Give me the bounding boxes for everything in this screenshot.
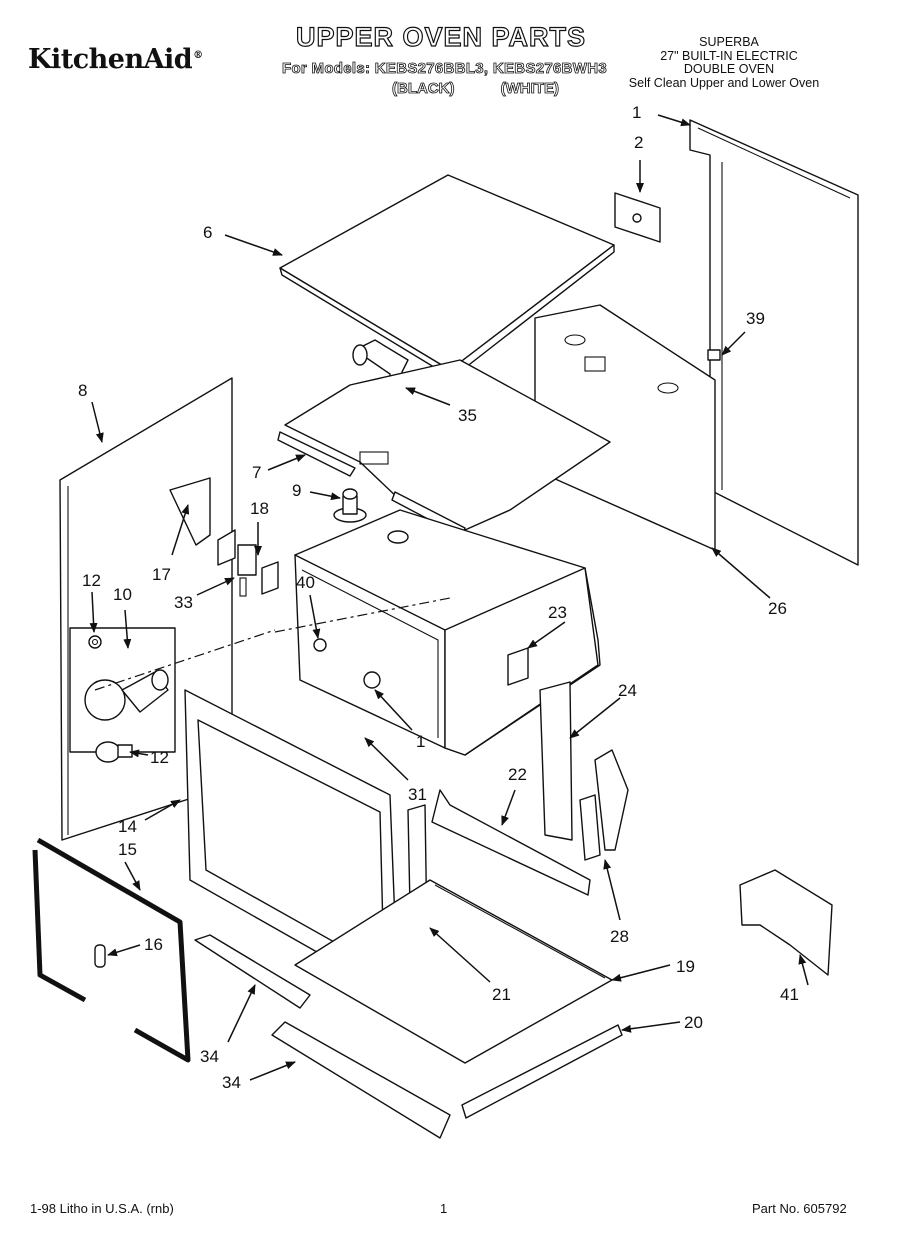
callout-28: 28 — [610, 927, 629, 946]
callout-39: 39 — [746, 309, 765, 328]
callout-14: 14 — [118, 817, 137, 836]
part-22-rail — [431, 789, 591, 896]
part-20-rail — [461, 1024, 623, 1119]
part-2-bracket — [614, 192, 661, 243]
info-line-type: 27" BUILT-IN ELECTRIC — [660, 48, 798, 63]
callout-21: 21 — [492, 985, 511, 1004]
part-16-clip — [94, 944, 106, 968]
callout-3: 1 — [632, 103, 641, 122]
part-15-gasket — [32, 837, 191, 1063]
page-title: UPPER OVEN PARTS — [295, 21, 587, 52]
part-24-hinge-rail — [539, 681, 573, 841]
callout-27: 31 — [408, 785, 427, 804]
part-28-hinge — [579, 749, 629, 861]
part-9-sensor — [333, 488, 367, 523]
part-41-cover — [739, 869, 833, 976]
callout-23: 23 — [548, 603, 567, 622]
leader-lines — [89, 114, 809, 1081]
callout-33: 34 — [200, 1047, 219, 1066]
part-23-bracket — [507, 647, 529, 686]
callout-31: 33 — [174, 593, 193, 612]
part-14-front-frame — [184, 689, 399, 999]
callout-20: 20 — [684, 1013, 703, 1032]
part-11-nut — [88, 635, 102, 649]
callout-35: 35 — [458, 406, 477, 425]
callout-17: 17 — [152, 565, 171, 584]
part-10-light-assembly — [69, 627, 176, 753]
footer-page-number: 1 — [440, 1201, 448, 1216]
info-line-brand: SUPERBA — [699, 35, 759, 49]
part-18-bracket — [217, 529, 279, 595]
product-info: SUPERBA 27" BUILT-IN ELECTRIC DOUBLE OVE… — [599, 35, 859, 90]
variant-white: (WHITE) — [500, 80, 559, 98]
part-number-callouts: 1 2 6 39 35 8 7 9 18 17 33 12 10 40 23 2… — [78, 103, 799, 1092]
part-34-kick-plate — [271, 1021, 451, 1139]
part-7-oven-top — [277, 359, 611, 538]
callout-1b: 1 — [416, 732, 425, 751]
callout-10: 10 — [113, 585, 132, 604]
part-31-terminal — [237, 544, 257, 597]
callout-19: 19 — [676, 957, 695, 976]
callout-41: 41 — [780, 985, 799, 1004]
info-line-config: DOUBLE OVEN — [683, 62, 775, 76]
callout-40: 40 — [296, 573, 315, 592]
model-variants: (BLACK) (WHITE) — [392, 80, 601, 98]
callout-22: 22 — [508, 765, 527, 784]
callout-11: 12 — [82, 571, 101, 590]
models-line: For Models: KEBS276BBL3, KEBS276BWH3 — [282, 60, 608, 78]
callout-12b: 12 — [150, 748, 169, 767]
footer-part-number: Part No. 605792 — [752, 1201, 847, 1216]
footer-litho: 1-98 Litho in U.S.A. (rnb) — [30, 1201, 174, 1216]
part-6-top-panel — [279, 174, 615, 379]
callout-9: 9 — [292, 481, 301, 500]
callout-15: 15 — [118, 840, 137, 859]
part-39-clip — [707, 349, 721, 361]
callout-16: 16 — [144, 935, 163, 954]
variant-black: (BLACK) — [392, 80, 455, 98]
callout-6: 6 — [203, 223, 212, 242]
callout-24: 24 — [618, 681, 637, 700]
info-line-clean: Self Clean Upper and Lower Oven — [628, 75, 820, 90]
kitchenaid-logo: KitchenAid® — [28, 44, 203, 75]
callout-34b: 34 — [222, 1073, 241, 1092]
part-33-vent-trim — [194, 934, 311, 1009]
callout-7: 7 — [252, 463, 261, 482]
callout-2: 2 — [634, 133, 643, 152]
part-17-bracket — [169, 477, 211, 546]
callout-8: 8 — [78, 381, 87, 400]
alignment-line-cavity — [274, 597, 451, 633]
callout-26: 26 — [768, 599, 787, 618]
callout-18: 18 — [250, 499, 269, 518]
